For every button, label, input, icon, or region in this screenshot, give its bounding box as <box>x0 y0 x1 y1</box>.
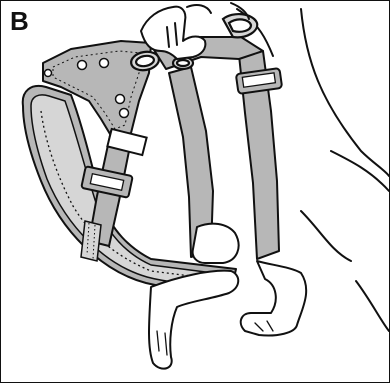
panel-label: B <box>10 8 29 34</box>
leg-icon <box>149 224 239 369</box>
leg-icon-right <box>241 261 306 336</box>
